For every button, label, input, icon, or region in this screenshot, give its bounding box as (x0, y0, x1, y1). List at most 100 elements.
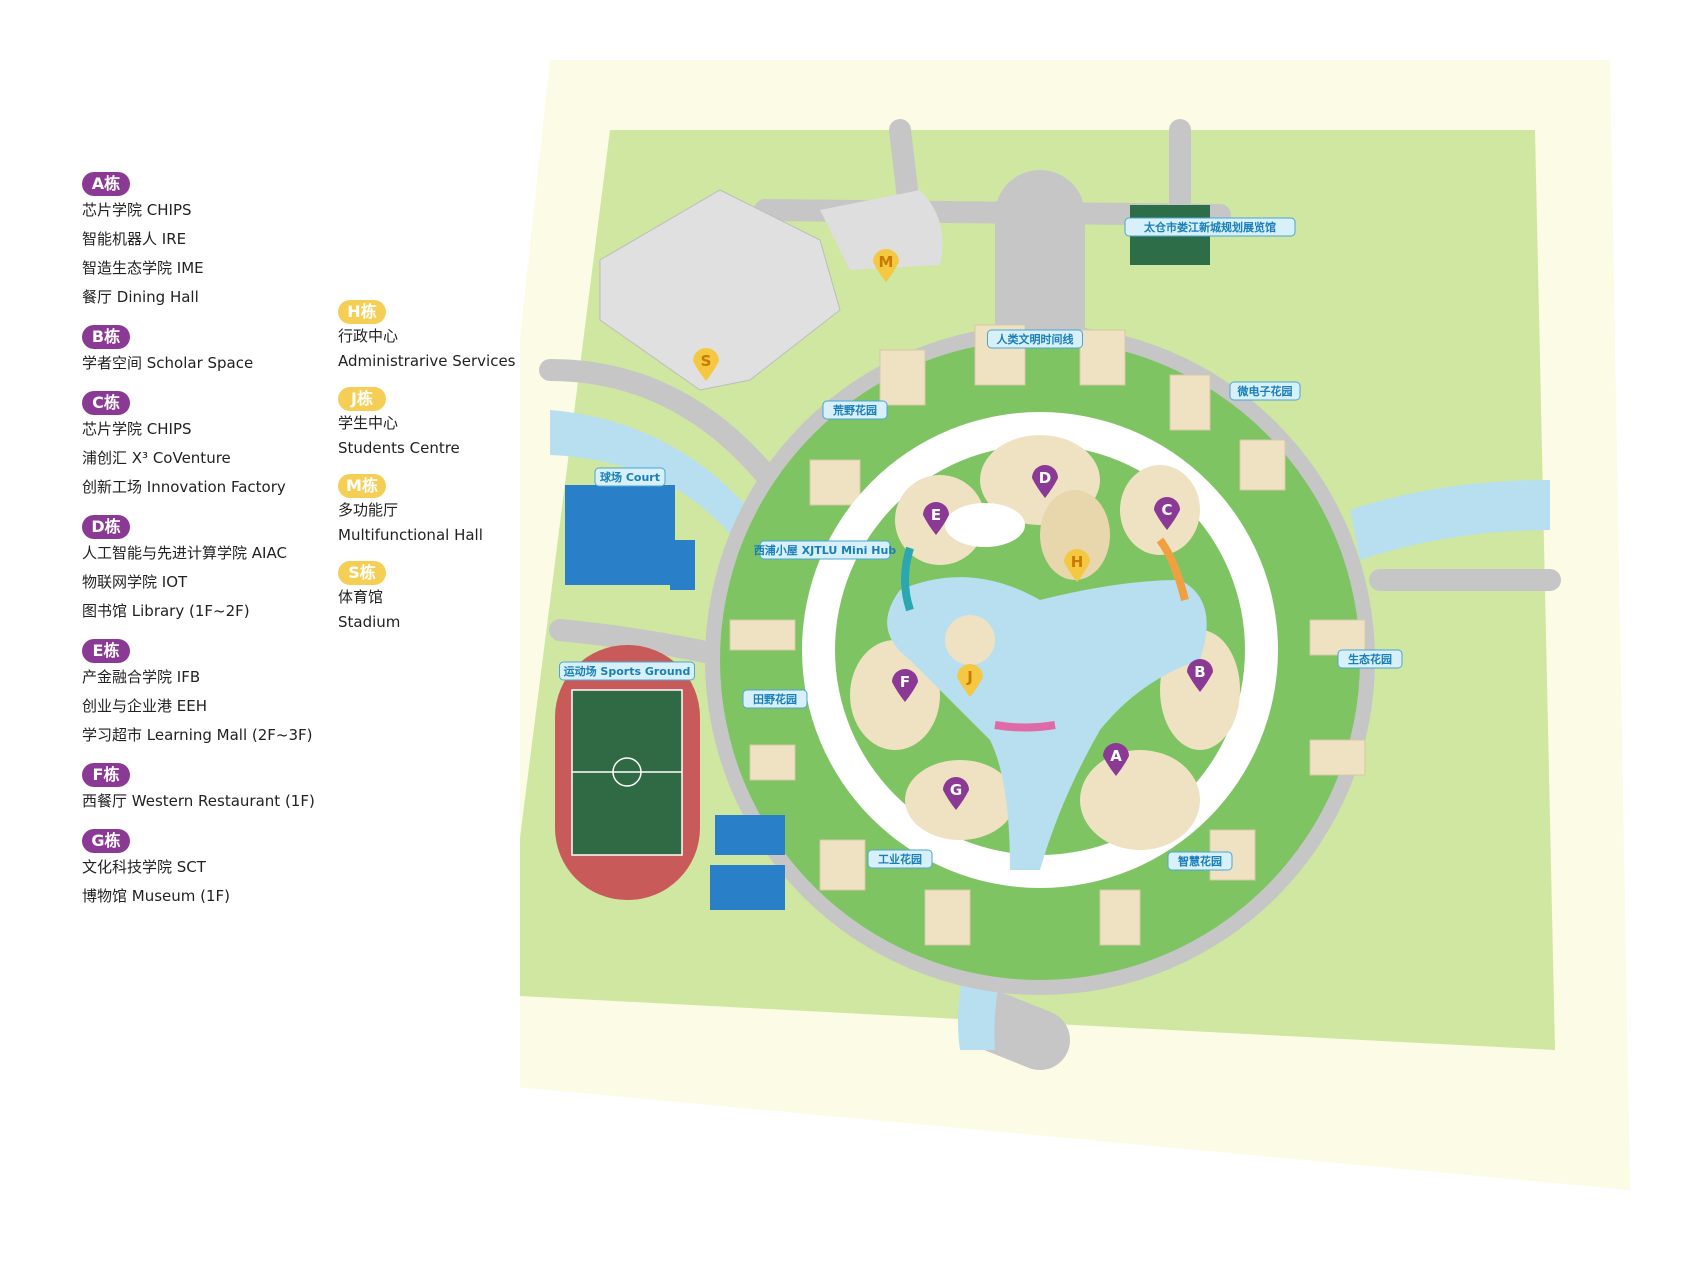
building-badge-f: F栋 (82, 763, 130, 787)
legend-item: 芯片学院 CHIPS (82, 420, 192, 438)
building-badge-a: A栋 (82, 172, 130, 196)
legend-item: 学生中心 (338, 414, 399, 432)
bridge-teal (901, 546, 914, 612)
legend-item: 博物馆 Museum (1F) (82, 887, 231, 905)
legend-item: 学者空间 Scholar Space (82, 354, 254, 372)
legend-item: 芯片学院 CHIPS (82, 201, 192, 219)
building-badge-s: S栋 (338, 561, 386, 585)
svg-text:球场 Court: 球场 Court (600, 470, 660, 484)
map-label-eco-garden: 生态花园 (1337, 649, 1403, 669)
building-badge-b: B栋 (82, 325, 130, 349)
map-marker-f[interactable]: F (892, 669, 918, 702)
field-centre-circle (612, 757, 642, 787)
map-marker-a[interactable]: A (1103, 743, 1129, 776)
legend-group-f: F栋西餐厅 Western Restaurant (1F) (82, 763, 382, 816)
map-label-sports-ground: 运动场 Sports Ground (559, 661, 695, 681)
legend-item: 图书馆 Library (1F~2F) (82, 602, 250, 620)
legend-item: Administrarive Services Centre (338, 352, 571, 370)
svg-text:D: D (1039, 469, 1051, 487)
svg-text:C: C (1161, 501, 1172, 519)
map-label-field-garden: 田野花园 (742, 689, 808, 709)
bridge-pink (994, 721, 1056, 732)
svg-text:智慧花园: 智慧花园 (1178, 854, 1222, 868)
legend-item: Stadium (338, 613, 401, 631)
svg-text:微电子花园: 微电子花园 (1237, 384, 1293, 398)
svg-text:西浦小屋 XJTLU Mini Hub: 西浦小屋 XJTLU Mini Hub (754, 543, 896, 557)
tennis-court-top (715, 815, 785, 855)
svg-text:B: B (1194, 663, 1205, 681)
map-marker-h[interactable]: H (1064, 549, 1090, 582)
svg-text:田野花园: 田野花园 (753, 692, 797, 706)
legend-item: 人工智能与先进计算学院 AIAC (82, 544, 287, 562)
svg-text:人类文明时间线: 人类文明时间线 (997, 332, 1074, 346)
map-marker-s[interactable]: S (693, 348, 719, 381)
svg-text:太仓市娄江新城规划展览馆: 太仓市娄江新城规划展览馆 (1143, 220, 1276, 234)
legend-group-g: G栋文化科技学院 SCT 博物馆 Museum (1F) (82, 829, 382, 911)
legend-item: 产金融合学院 IFB (82, 668, 201, 686)
legend-group-m: M栋多功能厅 Multifunctional Hall (338, 474, 598, 548)
building-badge-h: H栋 (338, 300, 386, 324)
map-label-exhibition: 太仓市娄江新城规划展览馆 (1124, 217, 1296, 237)
legend-item: 多功能厅 (338, 501, 399, 519)
svg-text:F: F (900, 673, 910, 691)
legend-item: 西餐厅 Western Restaurant (1F) (82, 792, 315, 810)
bridge-orange (1156, 537, 1189, 601)
svg-text:E: E (931, 506, 941, 524)
court-area (565, 485, 675, 585)
legend-left-column: A栋芯片学院 CHIPS 智能机器人 IRE 智造生态学院 IME 餐厅 Dining… (82, 172, 382, 924)
legend-item: 智造生态学院 IME (82, 259, 204, 277)
map-marker-j[interactable]: J (957, 664, 983, 697)
svg-text:工业花园: 工业花园 (878, 852, 922, 866)
map-marker-c[interactable]: C (1154, 497, 1180, 530)
building-badge-g: G栋 (82, 829, 130, 853)
legend-item: 学习超市 Learning Mall (2F~3F) (82, 726, 313, 744)
map-marker-b[interactable]: B (1187, 659, 1213, 692)
legend-item: 浦创汇 X³ CoVenture (82, 449, 231, 467)
map-marker-d[interactable]: D (1032, 465, 1058, 498)
tennis-court-bottom (710, 865, 785, 910)
svg-text:J: J (966, 668, 973, 686)
legend-group-s: S栋体育馆 Stadium (338, 561, 598, 635)
legend-group-a: A栋芯片学院 CHIPS 智能机器人 IRE 智造生态学院 IME 餐厅 Dining… (82, 172, 382, 312)
hub-building (1040, 490, 1110, 580)
legend-item: Multifunctional Hall (338, 526, 483, 544)
legend-item: 创业与企业港 EEH (82, 697, 208, 715)
legend-group-b: B栋学者空间 Scholar Space (82, 325, 382, 378)
map-label-wisdom-garden: 智慧花园 (1167, 851, 1233, 871)
building-badge-j: J栋 (338, 387, 386, 411)
legend-group-c: C栋芯片学院 CHIPS 浦创汇 X³ CoVenture 创新工场 Innovat… (82, 391, 382, 502)
svg-text:运动场 Sports Ground: 运动场 Sports Ground (564, 664, 691, 678)
legend-item: Students Centre (338, 439, 460, 457)
building-badge-c: C栋 (82, 391, 130, 415)
building-badge-m: M栋 (338, 474, 386, 498)
map-marker-m[interactable]: M (873, 249, 899, 282)
legend-item: 体育馆 (338, 588, 384, 606)
legend-item: 智能机器人 IRE (82, 230, 187, 248)
svg-text:M: M (879, 253, 894, 271)
svg-text:A: A (1110, 747, 1122, 765)
legend-item: 创新工场 Innovation Factory (82, 478, 286, 496)
legend-item: 行政中心 (338, 327, 399, 345)
map-label-industry-garden: 工业花园 (867, 849, 933, 869)
svg-text:生态花园: 生态花园 (1348, 652, 1392, 666)
legend-group-h: H栋行政中心 Administrarive Services Centre (338, 300, 598, 374)
map-marker-e[interactable]: E (923, 501, 949, 535)
stadium-building (599, 189, 841, 391)
svg-text:H: H (1071, 553, 1084, 571)
pond-white (945, 503, 1025, 547)
multifunctional-hall-building (820, 190, 943, 270)
legend-group-e: E栋产金融合学院 IFB 创业与企业港 EEH 学习超市 Learning Mall… (82, 639, 382, 750)
legend-item: 物联网学院 IOT (82, 573, 188, 591)
legend-item: 文化科技学院 SCT (82, 858, 206, 876)
map-label-mini-hub: 西浦小屋 XJTLU Mini Hub (754, 540, 896, 560)
map-label-wild-garden: 荒野花园 (822, 400, 888, 420)
building-badge-e: E栋 (82, 639, 130, 663)
map-label-micro-garden: 微电子花园 (1229, 381, 1301, 401)
map-marker-g[interactable]: G (943, 777, 969, 810)
svg-text:G: G (950, 781, 962, 799)
court-side (670, 540, 695, 590)
legend-item: 餐厅 Dining Hall (82, 288, 199, 306)
